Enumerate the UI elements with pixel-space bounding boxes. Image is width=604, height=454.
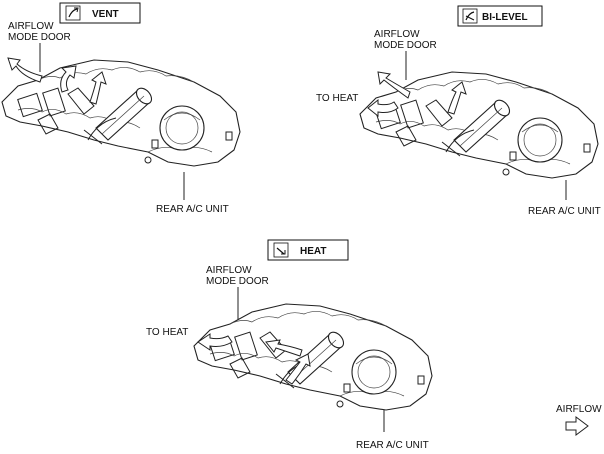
bilevel-mode-icon — [462, 8, 478, 24]
heat-airflow-arrows — [197, 333, 311, 385]
vent-door-label-line1: AIRFLOW — [8, 21, 54, 32]
vent-airflow-arrows — [7, 57, 107, 105]
bilevel-mode-box — [457, 5, 543, 27]
vent-mode-icon — [65, 5, 81, 21]
heat-mode-label: HEAT — [300, 246, 326, 257]
airflow-arrow-icon — [565, 416, 589, 436]
bilevel-to-heat-label: TO HEAT — [316, 93, 358, 104]
bilevel-airflow-arrows — [367, 71, 467, 118]
airflow-legend: AIRFLOW — [556, 404, 602, 436]
bilevel-unit-label: REAR A/C UNIT — [528, 206, 601, 217]
vent-mode-label: VENT — [92, 9, 119, 20]
bilevel-door-label-line2: MODE DOOR — [374, 40, 437, 51]
vent-unit-label: REAR A/C UNIT — [156, 204, 229, 215]
heat-door-label-line2: MODE DOOR — [206, 276, 269, 287]
airflow-legend-label: AIRFLOW — [556, 404, 602, 415]
bilevel-mode-label: BI-LEVEL — [482, 12, 528, 23]
panel-bilevel: BI-LEVEL AIRFLOW MODE DOOR TO HEAT REAR … — [316, 5, 601, 217]
heat-door-label-line1: AIRFLOW — [206, 265, 252, 276]
panel-vent: VENT AIRFLOW MODE DOOR REAR A/C UNIT — [1, 2, 241, 215]
heat-unit-label: REAR A/C UNIT — [356, 440, 429, 451]
heat-mode-icon — [273, 242, 289, 258]
vent-door-label-line2: MODE DOOR — [8, 32, 71, 43]
panel-heat: HEAT AIRFLOW MODE DOOR TO HEAT REAR A/C … — [146, 239, 433, 451]
heat-to-heat-label: TO HEAT — [146, 327, 188, 338]
heat-unit-drawing — [193, 303, 433, 411]
bilevel-door-label-line1: AIRFLOW — [374, 29, 420, 40]
